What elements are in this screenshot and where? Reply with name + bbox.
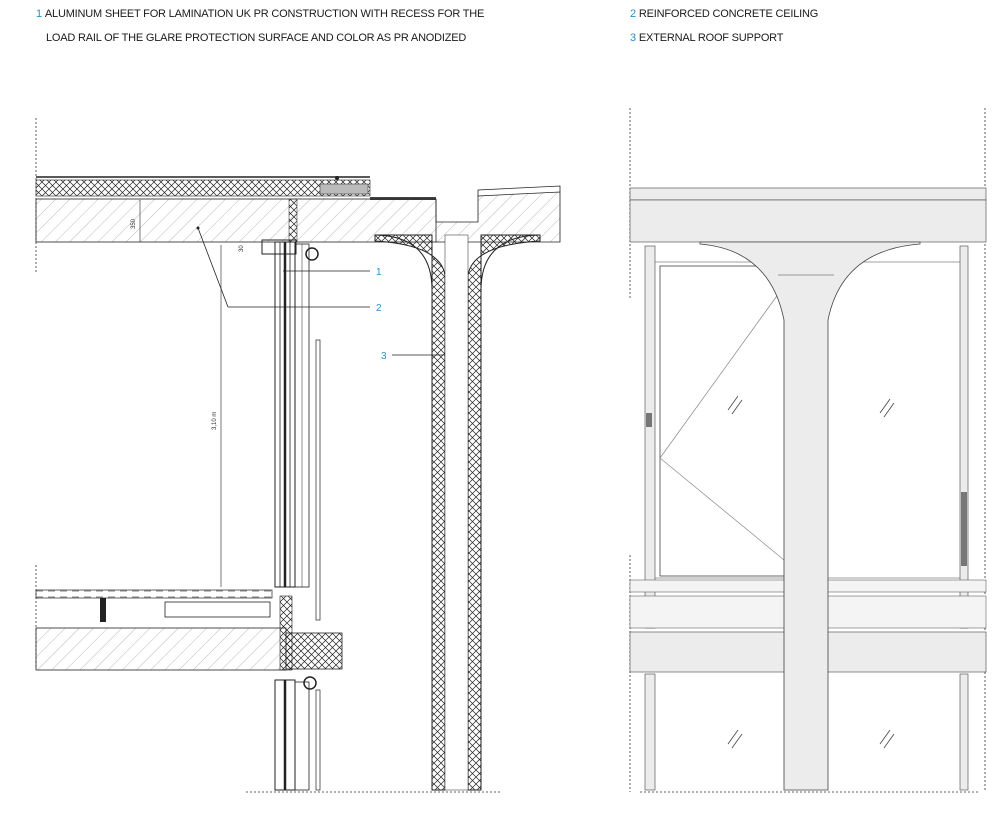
elev-opening-window	[659, 265, 787, 577]
elev-mullion-right	[959, 245, 969, 629]
column-core	[444, 234, 469, 791]
legend-text-1b: LOAD RAIL OF THE GLARE PROTECTION SURFAC…	[46, 32, 467, 44]
elev-handle-left	[646, 413, 652, 427]
callout-1: 1	[376, 267, 382, 278]
lower-concrete-slab	[35, 627, 287, 671]
glare-protection-rail	[315, 339, 321, 621]
legend-number-3: 3	[630, 32, 636, 44]
legend-text-1a: ALUMINUM SHEET FOR LAMINATION UK PR CONS…	[44, 8, 485, 20]
slab-dimension-label: 350	[131, 218, 137, 229]
leader-line-2a	[197, 227, 229, 308]
floor-convector	[164, 601, 271, 618]
lower-slab-cantilever	[285, 632, 343, 670]
legend-number-1: 1	[36, 8, 42, 20]
facade-frame	[274, 241, 321, 621]
elev-upper-slab	[629, 199, 987, 243]
small-dimension-label: 30	[239, 245, 245, 252]
callout-3: 3	[381, 351, 387, 362]
elev-external-roof-support	[699, 241, 921, 791]
sunshade-roller	[305, 247, 319, 261]
roof-insulation-layer	[35, 179, 371, 197]
roof-anchor	[335, 176, 339, 180]
floor-support	[100, 598, 106, 622]
roof-edge-block	[319, 183, 369, 195]
legend-text-2: REINFORCED CONCRETE CEILING	[638, 8, 819, 20]
external-roof-support	[374, 234, 541, 791]
floor-finish	[35, 589, 273, 599]
elev-handle-right	[961, 492, 967, 566]
legend-text-3: EXTERNAL ROOF SUPPORT	[638, 32, 784, 44]
elev-glass-marks	[727, 395, 895, 749]
window-head-detail	[261, 239, 297, 255]
parapet-cap	[477, 185, 561, 196]
column-shell-left	[374, 234, 446, 791]
legend-item-1-line-2: LOAD RAIL OF THE GLARE PROTECTION SURFAC…	[46, 32, 466, 44]
lower-sunshade-roller	[303, 676, 317, 690]
elevation-view	[629, 108, 987, 793]
legend-number-2: 2	[630, 8, 636, 20]
height-dimension-label: 3,10 m	[212, 412, 218, 430]
callout-2: 2	[376, 303, 382, 314]
column-shell-right	[467, 234, 541, 791]
upper-concrete-slab	[35, 198, 437, 243]
elev-opening-indicator	[659, 285, 785, 561]
slab-edge-insulation	[288, 198, 298, 243]
section-view: 350 30 3,10 m 1 2 3	[35, 118, 561, 793]
elev-mullion-left	[644, 245, 656, 629]
elev-roof-fascia	[629, 187, 987, 201]
